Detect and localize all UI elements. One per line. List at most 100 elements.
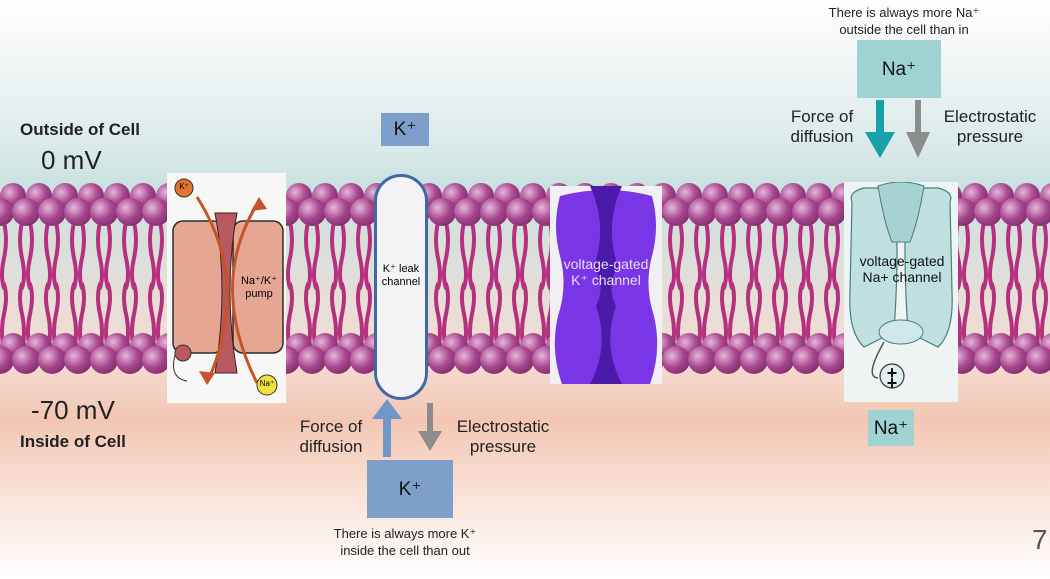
lipid-head xyxy=(350,198,378,226)
vg-k-label-line2: K⁺ channel xyxy=(571,272,641,288)
lipid-tail xyxy=(78,220,86,290)
pump-label-line1: Na⁺/K⁺ xyxy=(240,275,278,287)
lipid-tail xyxy=(962,220,970,290)
lipid-head xyxy=(506,198,534,226)
lipid-head xyxy=(688,198,716,226)
lipid-head xyxy=(740,346,768,374)
lipid-head xyxy=(64,346,92,374)
lipid-tail xyxy=(538,220,546,290)
lipid-head xyxy=(1000,198,1028,226)
na-force-arrows xyxy=(865,100,930,158)
na-note: There is always more Na⁺ outside the cel… xyxy=(794,4,1014,38)
lipid-head xyxy=(12,198,40,226)
lipid-tail xyxy=(824,220,832,290)
na-electro-line1: Electrostatic xyxy=(943,107,1037,126)
k-electro-line1: Electrostatic xyxy=(456,417,550,436)
lipid-head xyxy=(90,198,118,226)
lipid-tail xyxy=(1040,220,1048,290)
lipid-tail xyxy=(0,220,8,290)
na-outside-box: Na⁺ xyxy=(857,40,941,98)
lipid-head xyxy=(0,346,14,374)
lipid-head xyxy=(974,198,1002,226)
vg-k-label-line1: voltage-gated xyxy=(563,256,649,272)
lipid-tail xyxy=(780,220,788,290)
lipid-tail xyxy=(26,220,34,290)
k-force-line2: diffusion xyxy=(299,437,363,456)
lipid-tail xyxy=(486,220,494,290)
k-electrostatic-arrow-head xyxy=(418,431,442,451)
k-electrostatic-pressure-label: Electrostatic pressure xyxy=(446,417,560,457)
lipid-tail xyxy=(746,220,754,290)
lipid-head xyxy=(662,346,690,374)
lipid-head xyxy=(766,198,794,226)
na-diffusion-arrow-head xyxy=(865,132,895,158)
lipid-tail xyxy=(694,220,702,290)
page-number: 7 xyxy=(1032,524,1048,555)
lipid-head xyxy=(714,346,742,374)
lipid-tail xyxy=(806,220,814,290)
na-diffusion-arrow xyxy=(876,100,884,134)
vg-na-channel xyxy=(844,182,958,402)
na-note-line2: outside the cell than in xyxy=(839,22,969,37)
lipid-tail xyxy=(104,220,112,290)
lipid-tail xyxy=(512,220,520,290)
lipid-tail xyxy=(494,220,502,290)
lipid-head xyxy=(792,346,820,374)
lipid-tail xyxy=(988,220,996,290)
lipid-head xyxy=(818,198,846,226)
lipid-tail xyxy=(676,220,684,290)
na-force-line1: Force of xyxy=(790,107,854,126)
lipid-tail xyxy=(96,220,104,290)
outside-voltage: 0 mV xyxy=(41,145,102,175)
lipid-head xyxy=(324,198,352,226)
lipid-tail xyxy=(356,220,364,290)
vg-k-channel xyxy=(550,186,662,384)
vg-na-label-line1: voltage-gated xyxy=(859,253,945,269)
lipid-head xyxy=(298,346,326,374)
na-inside-box: Na⁺ xyxy=(868,410,914,446)
na-electrostatic-pressure-label: Electrostatic pressure xyxy=(932,107,1048,147)
na-force-line2: diffusion xyxy=(790,127,854,146)
lipid-head xyxy=(506,346,534,374)
lipid-tail xyxy=(52,220,60,290)
k-leak-label-line2: channel xyxy=(381,276,421,288)
lipid-head xyxy=(298,198,326,226)
lipid-tail xyxy=(702,220,710,290)
lipid-tail xyxy=(668,220,676,290)
lipid-head xyxy=(90,346,118,374)
lipid-head xyxy=(480,346,508,374)
lipid-head xyxy=(1026,198,1050,226)
lipid-tail xyxy=(798,220,806,290)
k-force-line1: Force of xyxy=(299,417,363,436)
lipid-head xyxy=(454,346,482,374)
lipid-head xyxy=(480,198,508,226)
lipid-head xyxy=(12,346,40,374)
k-diffusion-arrow-head xyxy=(372,399,402,419)
k-leak-label: K⁺ leak channel xyxy=(377,263,425,289)
lipid-tail xyxy=(338,220,346,290)
lipid-tail xyxy=(312,220,320,290)
lipid-tail xyxy=(728,220,736,290)
lipid-tail xyxy=(304,220,312,290)
inside-voltage: -70 mV xyxy=(31,395,115,425)
k-force-of-diffusion-label: Force of diffusion xyxy=(290,417,372,457)
lipid-head xyxy=(428,346,456,374)
lipid-tail xyxy=(70,220,78,290)
k-diffusion-arrow xyxy=(383,417,391,457)
lipid-tail xyxy=(122,220,130,290)
lipid-head xyxy=(142,198,170,226)
lipid-head xyxy=(818,346,846,374)
lipid-tail xyxy=(1014,220,1022,290)
lipid-head xyxy=(974,346,1002,374)
k-inside-box: K⁺ xyxy=(367,460,453,518)
lipid-head xyxy=(324,346,352,374)
lipid-tail xyxy=(330,220,338,290)
na-force-of-diffusion-label: Force of diffusion xyxy=(782,107,862,147)
lipid-head xyxy=(792,198,820,226)
lipid-head xyxy=(1000,346,1028,374)
lipid-tail xyxy=(754,220,762,290)
lipid-tail xyxy=(18,220,26,290)
outside-of-cell-label: Outside of Cell xyxy=(20,120,140,139)
lipid-tail xyxy=(434,220,442,290)
lipid-head xyxy=(688,346,716,374)
